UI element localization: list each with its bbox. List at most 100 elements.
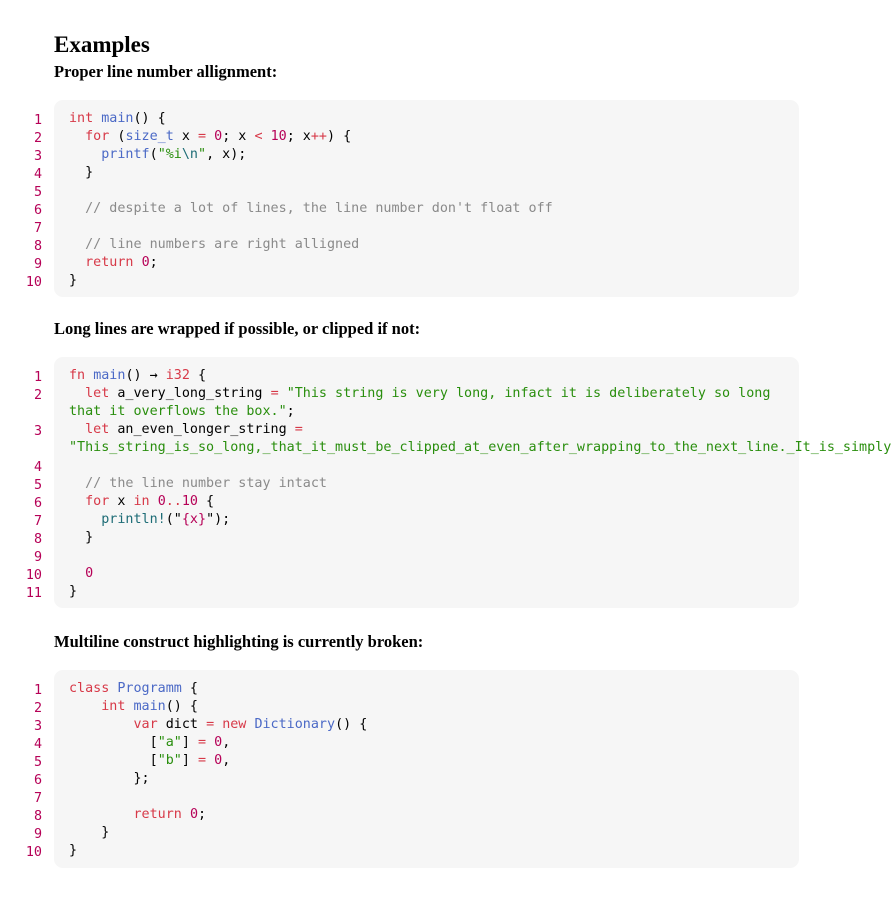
code-token: ;	[198, 807, 207, 822]
code-token	[206, 735, 214, 750]
code-token: fn	[69, 368, 86, 383]
line-number: 1	[33, 113, 42, 128]
line-number: 1	[33, 683, 42, 698]
line-number: 3	[33, 149, 42, 164]
code-text: ["b"] = 0,	[69, 752, 787, 770]
code-line: 5 ["b"] = 0,	[0, 752, 745, 770]
code-line: 8 return 0;	[0, 806, 745, 824]
code-text: var dict = new Dictionary() {	[69, 716, 787, 734]
line-number: 9	[33, 257, 42, 272]
code-line: 10 0	[0, 565, 745, 583]
code-token	[69, 147, 101, 162]
code-token: "	[198, 147, 207, 162]
code-token	[69, 512, 101, 527]
code-token: }	[69, 530, 94, 545]
code-line: 4 ["a"] = 0,	[0, 734, 745, 752]
code-token: ]	[181, 735, 198, 750]
section-heading: Multiline construct highlighting is curr…	[54, 632, 424, 651]
code-text: for x in 0..10 {	[69, 493, 787, 511]
code-token: ..	[165, 494, 182, 509]
line-number: 8	[33, 239, 42, 254]
code-text: int main() {	[69, 698, 787, 716]
code-token: =	[198, 129, 207, 144]
code-text	[69, 218, 787, 236]
code-text: println!("{x}");	[69, 511, 787, 529]
code-token: ; x	[222, 129, 255, 144]
code-token: }	[69, 165, 94, 180]
code-text: }	[69, 824, 787, 842]
code-token	[69, 717, 134, 732]
code-line: 8 }	[0, 529, 745, 547]
code-token	[303, 422, 311, 437]
line-number: 5	[33, 185, 42, 200]
code-token	[69, 255, 85, 270]
code-token: ; x	[286, 129, 311, 144]
line-number: 3	[33, 719, 42, 734]
code-text: // despite a lot of lines, the line numb…	[69, 200, 787, 218]
code-line: 5	[0, 182, 745, 200]
code-text: int main() {	[69, 110, 787, 128]
code-text: // line numbers are right alligned	[69, 236, 787, 254]
code-line: 7	[0, 788, 745, 806]
line-number: 7	[33, 791, 42, 806]
line-number: 4	[33, 167, 42, 182]
code-token: "This_string_is_so_long,_that_it_must_be…	[69, 440, 892, 455]
line-number: 2	[33, 131, 42, 146]
code-line: 5 // the line number stay intact	[0, 475, 745, 493]
code-token	[206, 129, 214, 144]
code-token: (	[149, 147, 158, 162]
code-token: i32	[165, 368, 190, 383]
code-token: [	[69, 753, 158, 768]
code-token	[206, 753, 214, 768]
code-line: 4	[0, 457, 745, 475]
code-token: 10	[270, 129, 287, 144]
code-text: }	[69, 842, 787, 860]
code-token: class	[69, 681, 110, 696]
code-line: 2 for (size_t x = 0; x < 10; x++) {	[0, 128, 745, 146]
code-token: let	[85, 386, 110, 401]
code-token: (	[109, 129, 126, 144]
code-token: // line numbers are right alligned	[69, 237, 360, 252]
code-token	[150, 494, 158, 509]
code-token	[69, 566, 85, 581]
code-token: ,	[222, 735, 231, 750]
code-token: printf	[101, 147, 150, 162]
code-line: 9 return 0;	[0, 254, 745, 272]
line-number: 8	[33, 809, 42, 824]
code-line: 2 int main() {	[0, 698, 745, 716]
code-token: }	[69, 584, 78, 599]
code-token: return	[85, 255, 134, 270]
code-text: 0	[69, 565, 787, 583]
code-text: }	[69, 583, 787, 601]
code-line: 6 // despite a lot of lines, the line nu…	[0, 200, 745, 218]
code-token: "%i	[157, 147, 182, 162]
code-token: an_even_longer_string	[109, 422, 295, 437]
code-token: }	[69, 843, 78, 858]
code-text: for (size_t x = 0; x < 10; x++) {	[69, 128, 787, 146]
line-number: 5	[33, 478, 42, 493]
code-text: return 0;	[69, 254, 787, 272]
code-text	[69, 457, 787, 475]
code-token: println!	[101, 512, 166, 527]
code-token: () →	[125, 368, 166, 383]
code-text: class Programm {	[69, 680, 787, 698]
code-token	[263, 129, 271, 144]
code-text: return 0;	[69, 806, 787, 824]
line-number: 5	[33, 755, 42, 770]
code-token: // despite a lot of lines, the line numb…	[69, 201, 553, 216]
line-number: 6	[33, 496, 42, 511]
line-number: 10	[25, 568, 42, 583]
code-text: }	[69, 272, 787, 290]
code-token: main	[101, 111, 134, 126]
code-text	[69, 182, 787, 200]
line-number: 7	[33, 514, 42, 529]
code-token: };	[69, 771, 150, 786]
code-line: 7	[0, 218, 745, 236]
code-line: 9 }	[0, 824, 745, 842]
code-token: =	[270, 386, 279, 401]
code-token: let	[85, 422, 110, 437]
